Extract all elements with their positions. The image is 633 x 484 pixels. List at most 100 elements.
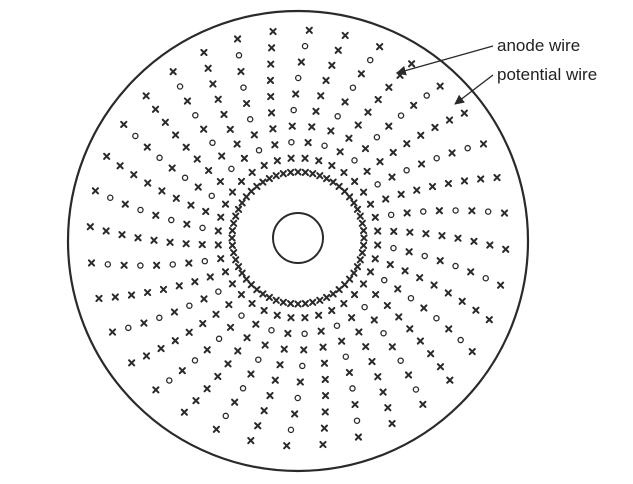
potential-wire (158, 187, 166, 195)
anode-wire (156, 314, 163, 322)
potential-wire-pointer (454, 74, 494, 105)
potential-wire (204, 64, 212, 72)
potential-wire (319, 440, 327, 449)
potential-wire (372, 290, 380, 299)
potential-wire (371, 213, 379, 221)
potential-wire (370, 316, 378, 324)
potential-wire (175, 282, 183, 290)
potential-wire (315, 157, 323, 165)
potential-wire (202, 207, 210, 216)
anode-wire (299, 362, 306, 370)
potential-wire (200, 125, 208, 133)
anode-wire (235, 52, 243, 59)
anode-wire (380, 276, 388, 284)
potential-wire (388, 343, 396, 351)
potential-wire (265, 293, 273, 302)
anode-wire (353, 417, 361, 424)
potential-wire (247, 436, 255, 445)
potential-wire (272, 172, 280, 180)
potential-wire (422, 230, 430, 238)
potential-wire (408, 60, 416, 68)
potential-wire (436, 363, 445, 371)
potential-wire (502, 245, 510, 253)
anode-wire (107, 194, 114, 202)
potential-wire (366, 200, 375, 208)
potential-wire (315, 311, 323, 319)
potential-wire (403, 140, 411, 148)
potential-wire (321, 375, 329, 383)
potential-wire (153, 261, 161, 269)
anode-wire (373, 133, 381, 141)
potential-wire (431, 123, 439, 132)
potential-wire (296, 378, 304, 386)
potential-wire (403, 209, 411, 217)
anode-wire (104, 261, 112, 268)
potential-wire (185, 259, 193, 267)
potential-wire (134, 234, 142, 242)
potential-wire (294, 168, 302, 176)
potential-wire (226, 125, 234, 133)
potential-wire (248, 168, 256, 177)
potential-wire (166, 238, 174, 246)
potential-wire (406, 228, 414, 236)
potential-wire (287, 154, 295, 162)
potential-wire (273, 311, 281, 319)
anode-wire (181, 174, 189, 182)
anode-wire (457, 336, 464, 344)
anode-wire (349, 84, 357, 91)
potential-wire (309, 170, 317, 178)
potential-wire (458, 297, 466, 305)
potential-wire (269, 125, 277, 133)
potential-wire (178, 367, 186, 375)
potential-wire (130, 171, 138, 179)
potential-wire (359, 280, 368, 288)
anode-wire (168, 216, 175, 224)
potential-wire (276, 361, 284, 369)
potential-wire (287, 299, 295, 308)
potential-wire (341, 31, 349, 40)
anode-wire (166, 377, 173, 384)
anode-wire (366, 56, 374, 64)
potential-wire (346, 275, 354, 283)
potential-wire (200, 48, 208, 57)
potential-wire (413, 186, 421, 194)
anode-wire (419, 208, 427, 215)
potential-wire (350, 199, 358, 207)
potential-wire (416, 337, 425, 345)
potential-wire (220, 110, 228, 119)
potential-wire (259, 290, 267, 298)
anode-wire (334, 113, 341, 120)
potential-wire (228, 227, 237, 235)
potential-wire (354, 433, 363, 441)
anode-wire (407, 294, 415, 302)
potential-wire (390, 227, 398, 235)
potential-wire (237, 67, 245, 76)
potential-wire (259, 178, 267, 186)
potential-wire (355, 328, 363, 336)
anode-wire (361, 303, 368, 311)
potential-wire (140, 319, 148, 327)
potential-wire (228, 188, 237, 196)
potential-wire (294, 300, 302, 308)
potential-wire (374, 373, 382, 381)
potential-wire (309, 298, 317, 306)
potential-wire (445, 116, 454, 124)
anode-wire (208, 192, 216, 200)
potential-wire (312, 107, 320, 115)
potential-wire (253, 286, 261, 294)
potential-wire (182, 240, 190, 248)
anode-wire (397, 357, 404, 364)
potential-wire (217, 255, 225, 263)
potential-wire (232, 212, 240, 220)
potential-wire (374, 95, 382, 104)
potential-wire (224, 360, 232, 368)
potential-wire (221, 268, 230, 276)
potential-wire (385, 83, 393, 91)
anode-wire (125, 324, 132, 332)
potential-wire (338, 337, 346, 345)
anode-wire (452, 262, 459, 270)
potential-wire (328, 306, 336, 315)
potential-wire (336, 148, 344, 156)
potential-wire (420, 304, 428, 312)
potential-wire (265, 174, 273, 183)
